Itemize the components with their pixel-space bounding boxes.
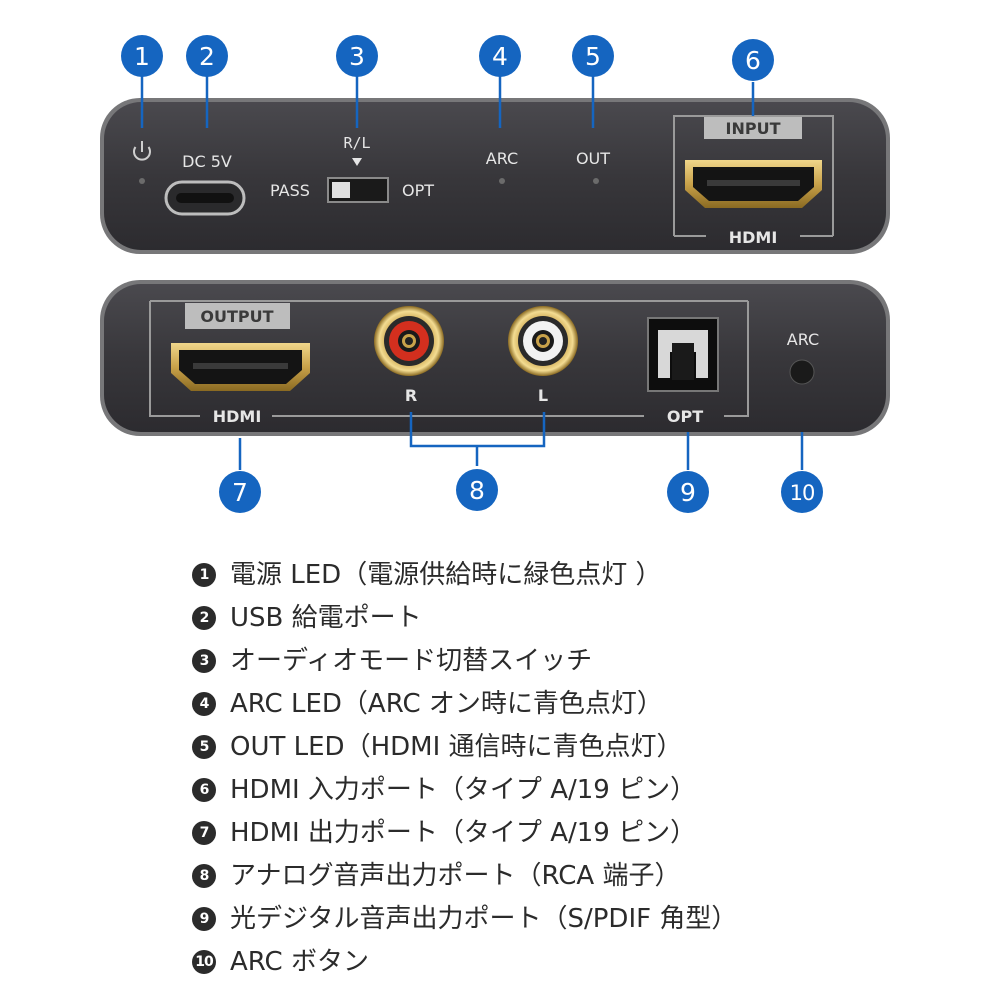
power-led — [139, 178, 145, 184]
rca-r-label: R — [405, 386, 417, 405]
svg-text:3: 3 — [349, 42, 365, 71]
hdmi-output-label: HDMI — [213, 407, 262, 426]
top-panel: DC 5V R/L PASS OPT ARC OUT INPUT HDMI — [100, 98, 890, 254]
legend-text: ARC LED（ARC オン時に青色点灯） — [230, 688, 663, 719]
hdmi-output-port[interactable] — [171, 343, 310, 391]
switch-rl-label: R/L — [343, 134, 370, 152]
callout-badge-7: 7 — [219, 471, 261, 513]
svg-text:9: 9 — [680, 478, 696, 507]
opt-label: OPT — [667, 407, 703, 426]
rca-right-jack[interactable] — [374, 306, 444, 376]
callout-badge-1: 1 — [121, 35, 163, 77]
legend-text: オーディオモード切替スイッチ — [230, 645, 593, 676]
legend-number: 9 — [192, 906, 216, 931]
callout-badge-9: 9 — [667, 471, 709, 513]
legend-number: 2 — [192, 605, 216, 630]
hdmi-input-port[interactable] — [685, 160, 822, 208]
device-diagram: DC 5V R/L PASS OPT ARC OUT INPUT HDMI — [100, 35, 890, 513]
optical-port[interactable] — [647, 317, 719, 392]
svg-text:6: 6 — [745, 46, 761, 75]
switch-opt-label: OPT — [402, 181, 434, 200]
arc-button-label: ARC — [787, 330, 819, 349]
svg-text:1: 1 — [134, 42, 150, 71]
legend-item: 1 電源 LED（電源供給時に緑色点灯 ） — [192, 553, 982, 596]
rca-left-jack[interactable] — [508, 306, 578, 376]
hdmi-input-label: HDMI — [729, 228, 778, 247]
arrow-down-icon — [352, 158, 362, 166]
callout-badge-10: 10 — [781, 471, 823, 513]
legend-text: アナログ音声出力ポート（RCA 端子） — [230, 860, 681, 891]
callout-badge-5: 5 — [572, 35, 614, 77]
switch-pass-label: PASS — [270, 181, 310, 200]
legend-number: 10 — [192, 949, 216, 974]
legend-item: 2 USB 給電ポート — [192, 596, 982, 639]
svg-text:10: 10 — [790, 481, 815, 505]
input-label-plate — [704, 117, 802, 139]
legend-number: 5 — [192, 734, 216, 759]
arc-led-label: ARC — [486, 149, 518, 168]
bottom-panel: OUTPUT HDMI R L — [100, 280, 890, 436]
legend-number: 8 — [192, 863, 216, 888]
legend-item: 7 HDMI 出力ポート（タイプ A/19 ピン） — [192, 811, 982, 854]
svg-text:8: 8 — [469, 476, 485, 505]
legend-number: 7 — [192, 820, 216, 845]
legend-text: HDMI 入力ポート（タイプ A/19 ピン） — [230, 774, 697, 805]
callout-badge-3: 3 — [336, 35, 378, 77]
legend-text: OUT LED（HDMI 通信時に青色点灯） — [230, 731, 683, 762]
callout-badge-8: 8 — [456, 469, 498, 511]
legend-item: 8 アナログ音声出力ポート（RCA 端子） — [192, 854, 982, 897]
legend-number: 6 — [192, 777, 216, 802]
arc-button[interactable] — [789, 359, 815, 385]
legend-text: 光デジタル音声出力ポート（S/PDIF 角型） — [230, 903, 738, 934]
svg-text:7: 7 — [232, 478, 248, 507]
output-frame — [149, 300, 749, 417]
legend-number: 4 — [192, 691, 216, 716]
legend-item: 5 OUT LED（HDMI 通信時に青色点灯） — [192, 725, 982, 768]
legend-item: 9 光デジタル音声出力ポート（S/PDIF 角型） — [192, 897, 982, 940]
audio-mode-switch[interactable] — [327, 177, 389, 203]
dc-5v-label: DC 5V — [182, 152, 232, 171]
legend-item: 10 ARC ボタン — [192, 940, 982, 983]
legend-text: USB 給電ポート — [230, 602, 422, 633]
legend-item: 4 ARC LED（ARC オン時に青色点灯） — [192, 682, 982, 725]
callout-badge-6: 6 — [732, 39, 774, 81]
power-icon — [133, 141, 151, 161]
legend-item: 6 HDMI 入力ポート（タイプ A/19 ピン） — [192, 768, 982, 811]
legend-number: 3 — [192, 648, 216, 673]
out-led — [593, 178, 599, 184]
svg-text:4: 4 — [492, 42, 508, 71]
legend-text: ARC ボタン — [230, 946, 369, 977]
legend-number: 1 — [192, 562, 216, 587]
callout-badge-2: 2 — [186, 35, 228, 77]
output-label: OUTPUT — [200, 307, 273, 326]
legend-list: 1 電源 LED（電源供給時に緑色点灯 ） 2 USB 給電ポート 3 オーディ… — [192, 553, 982, 983]
output-label-plate — [185, 303, 290, 329]
input-label: INPUT — [726, 119, 781, 138]
out-led-label: OUT — [576, 149, 610, 168]
legend-text: HDMI 出力ポート（タイプ A/19 ピン） — [230, 817, 697, 848]
legend-text: 電源 LED（電源供給時に緑色点灯 ） — [230, 559, 662, 590]
callout-badge-4: 4 — [479, 35, 521, 77]
arc-led — [499, 178, 505, 184]
svg-text:5: 5 — [585, 42, 601, 71]
callout-leaders — [140, 76, 804, 470]
rca-l-label: L — [538, 386, 548, 405]
legend-item: 3 オーディオモード切替スイッチ — [192, 639, 982, 682]
svg-text:2: 2 — [199, 42, 215, 71]
